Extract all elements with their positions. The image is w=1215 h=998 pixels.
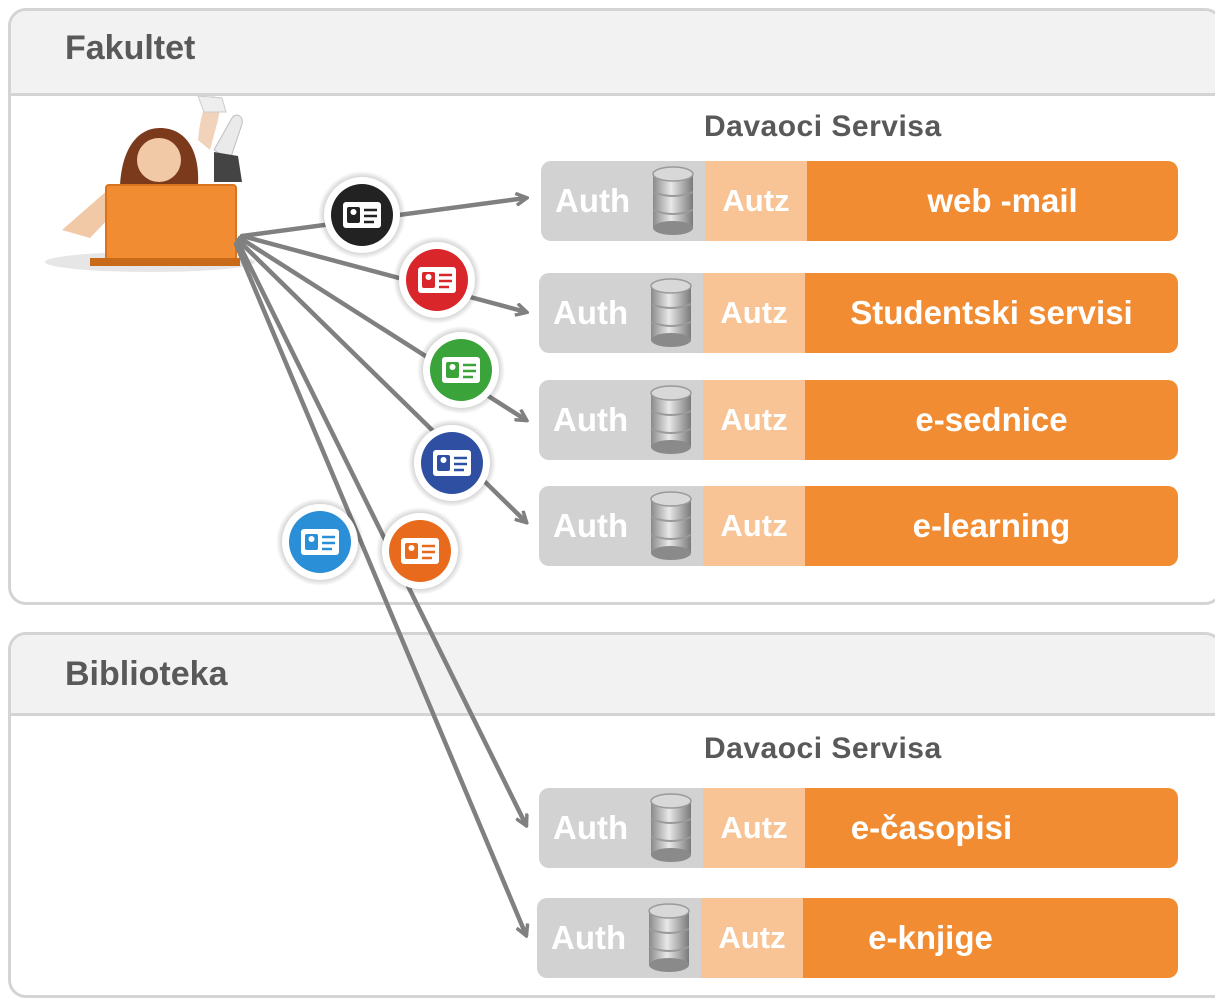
service-name: web -mail (927, 182, 1078, 219)
auth-label: Auth (553, 401, 629, 438)
database-icon (650, 278, 692, 347)
auth-cell: Auth (537, 898, 701, 978)
id-card-icon (393, 236, 481, 324)
service-name-cell[interactable]: e-knjige (803, 898, 1178, 978)
database-icon (650, 793, 692, 862)
service-row-e-casopisi: Auth Autz e-časopisi (539, 788, 1178, 868)
auth-cell: Auth (539, 380, 703, 460)
auth-label: Auth (551, 919, 627, 956)
arrow-e-knjige (233, 241, 526, 935)
service-row-studentski-servisi: Auth Autz Studentski servisi (539, 273, 1178, 353)
autz-cell: Autz (703, 273, 805, 353)
service-row-e-sednice: Auth Autz e-sednice (539, 380, 1178, 460)
fakultet-section-title: Davaoci Servisa (704, 110, 942, 143)
database-icon (652, 166, 694, 235)
auth-cell: Auth (539, 273, 703, 353)
autz-cell: Autz (705, 161, 807, 241)
autz-label: Autz (720, 402, 788, 437)
service-name-cell[interactable]: web -mail (807, 161, 1178, 241)
service-name: e-learning (912, 507, 1071, 544)
database-icon (650, 491, 692, 560)
auth-label: Auth (555, 182, 631, 219)
service-row-e-learning: Auth Autz e-learning (539, 486, 1178, 566)
autz-label: Autz (720, 295, 788, 330)
autz-label: Autz (720, 810, 788, 845)
auth-label: Auth (553, 507, 629, 544)
auth-cell: Auth (539, 486, 703, 566)
id-card-icon (276, 498, 364, 586)
id-card-icon (318, 171, 406, 259)
service-row-e-knjige: Auth Autz e-knjige (537, 898, 1178, 978)
arrow-studentski-servisi (239, 233, 526, 312)
auth-cell: Auth (541, 161, 705, 241)
autz-cell: Autz (701, 898, 803, 978)
auth-label: Auth (553, 809, 629, 846)
service-name: e-časopisi (850, 809, 1013, 846)
service-name: e-knjige (868, 919, 993, 956)
biblioteka-section-title: Davaoci Servisa (704, 732, 942, 765)
service-name-cell[interactable]: Studentski servisi (805, 273, 1178, 353)
fakultet-title: Fakultet (65, 29, 196, 67)
service-name-cell[interactable]: e-časopisi (805, 788, 1178, 868)
service-name-cell[interactable]: e-sednice (805, 380, 1178, 460)
biblioteka-panel-header: Biblioteka (11, 635, 1215, 716)
service-name: e-sednice (915, 401, 1068, 438)
database-icon (648, 903, 690, 972)
id-card-icon (417, 326, 505, 414)
auth-cell: Auth (539, 788, 703, 868)
service-name-cell[interactable]: e-learning (805, 486, 1178, 566)
autz-label: Autz (720, 508, 788, 543)
autz-cell: Autz (703, 380, 805, 460)
fakultet-panel-header: Fakultet (11, 11, 1215, 96)
auth-label: Auth (553, 294, 629, 331)
autz-label: Autz (718, 920, 786, 955)
database-icon (650, 385, 692, 454)
user-laptop-icon (45, 95, 255, 272)
id-card-icon (408, 419, 496, 507)
service-name: Studentski servisi (850, 294, 1133, 331)
biblioteka-title: Biblioteka (65, 655, 228, 693)
autz-cell: Autz (703, 486, 805, 566)
service-row-web-mail: Auth Autz web -mail (541, 161, 1178, 241)
autz-cell: Autz (703, 788, 805, 868)
id-card-icon (376, 507, 464, 595)
autz-label: Autz (722, 183, 790, 218)
